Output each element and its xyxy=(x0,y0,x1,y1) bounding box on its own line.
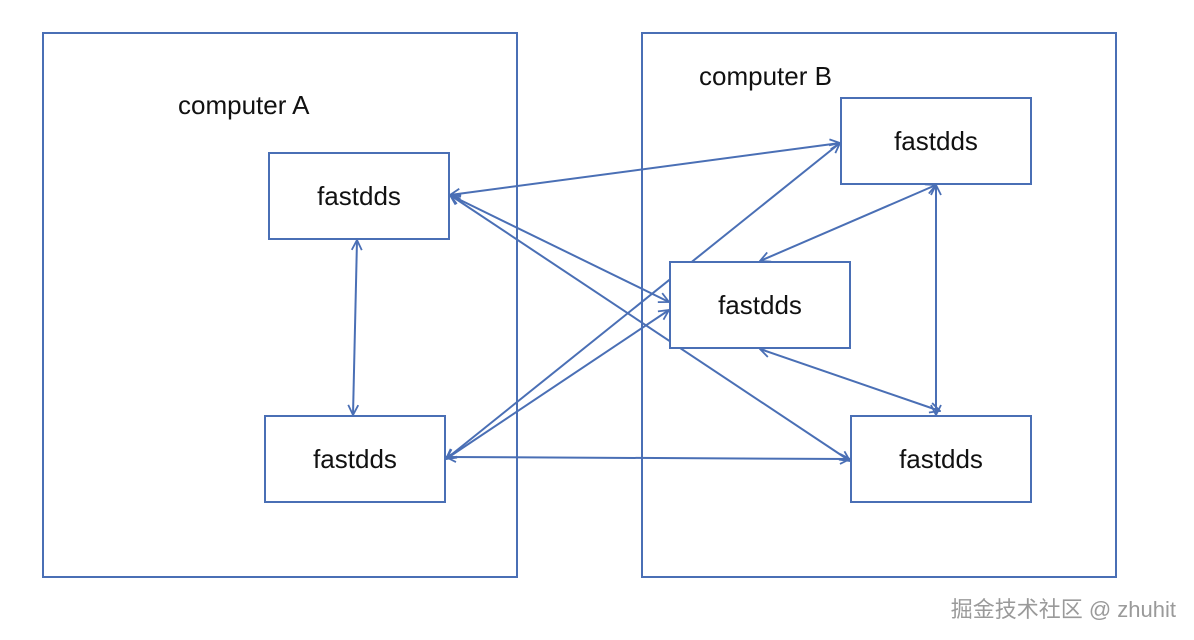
watermark: 掘金技术社区 @ zhuhit xyxy=(950,597,1176,622)
node-label: fastdds xyxy=(317,180,401,211)
fastdds-node-a1: fastdds xyxy=(268,152,450,240)
fastdds-node-b3: fastdds xyxy=(850,415,1032,503)
fastdds-node-a2: fastdds xyxy=(264,415,446,503)
computer-a-label: computer A xyxy=(178,90,310,120)
node-label: fastdds xyxy=(899,443,983,474)
computer-b-label: computer B xyxy=(699,61,832,91)
node-label: fastdds xyxy=(894,125,978,156)
node-label: fastdds xyxy=(313,443,397,474)
fastdds-node-b2: fastdds xyxy=(669,261,851,349)
node-label: fastdds xyxy=(718,289,802,320)
fastdds-node-b1: fastdds xyxy=(840,97,1032,185)
